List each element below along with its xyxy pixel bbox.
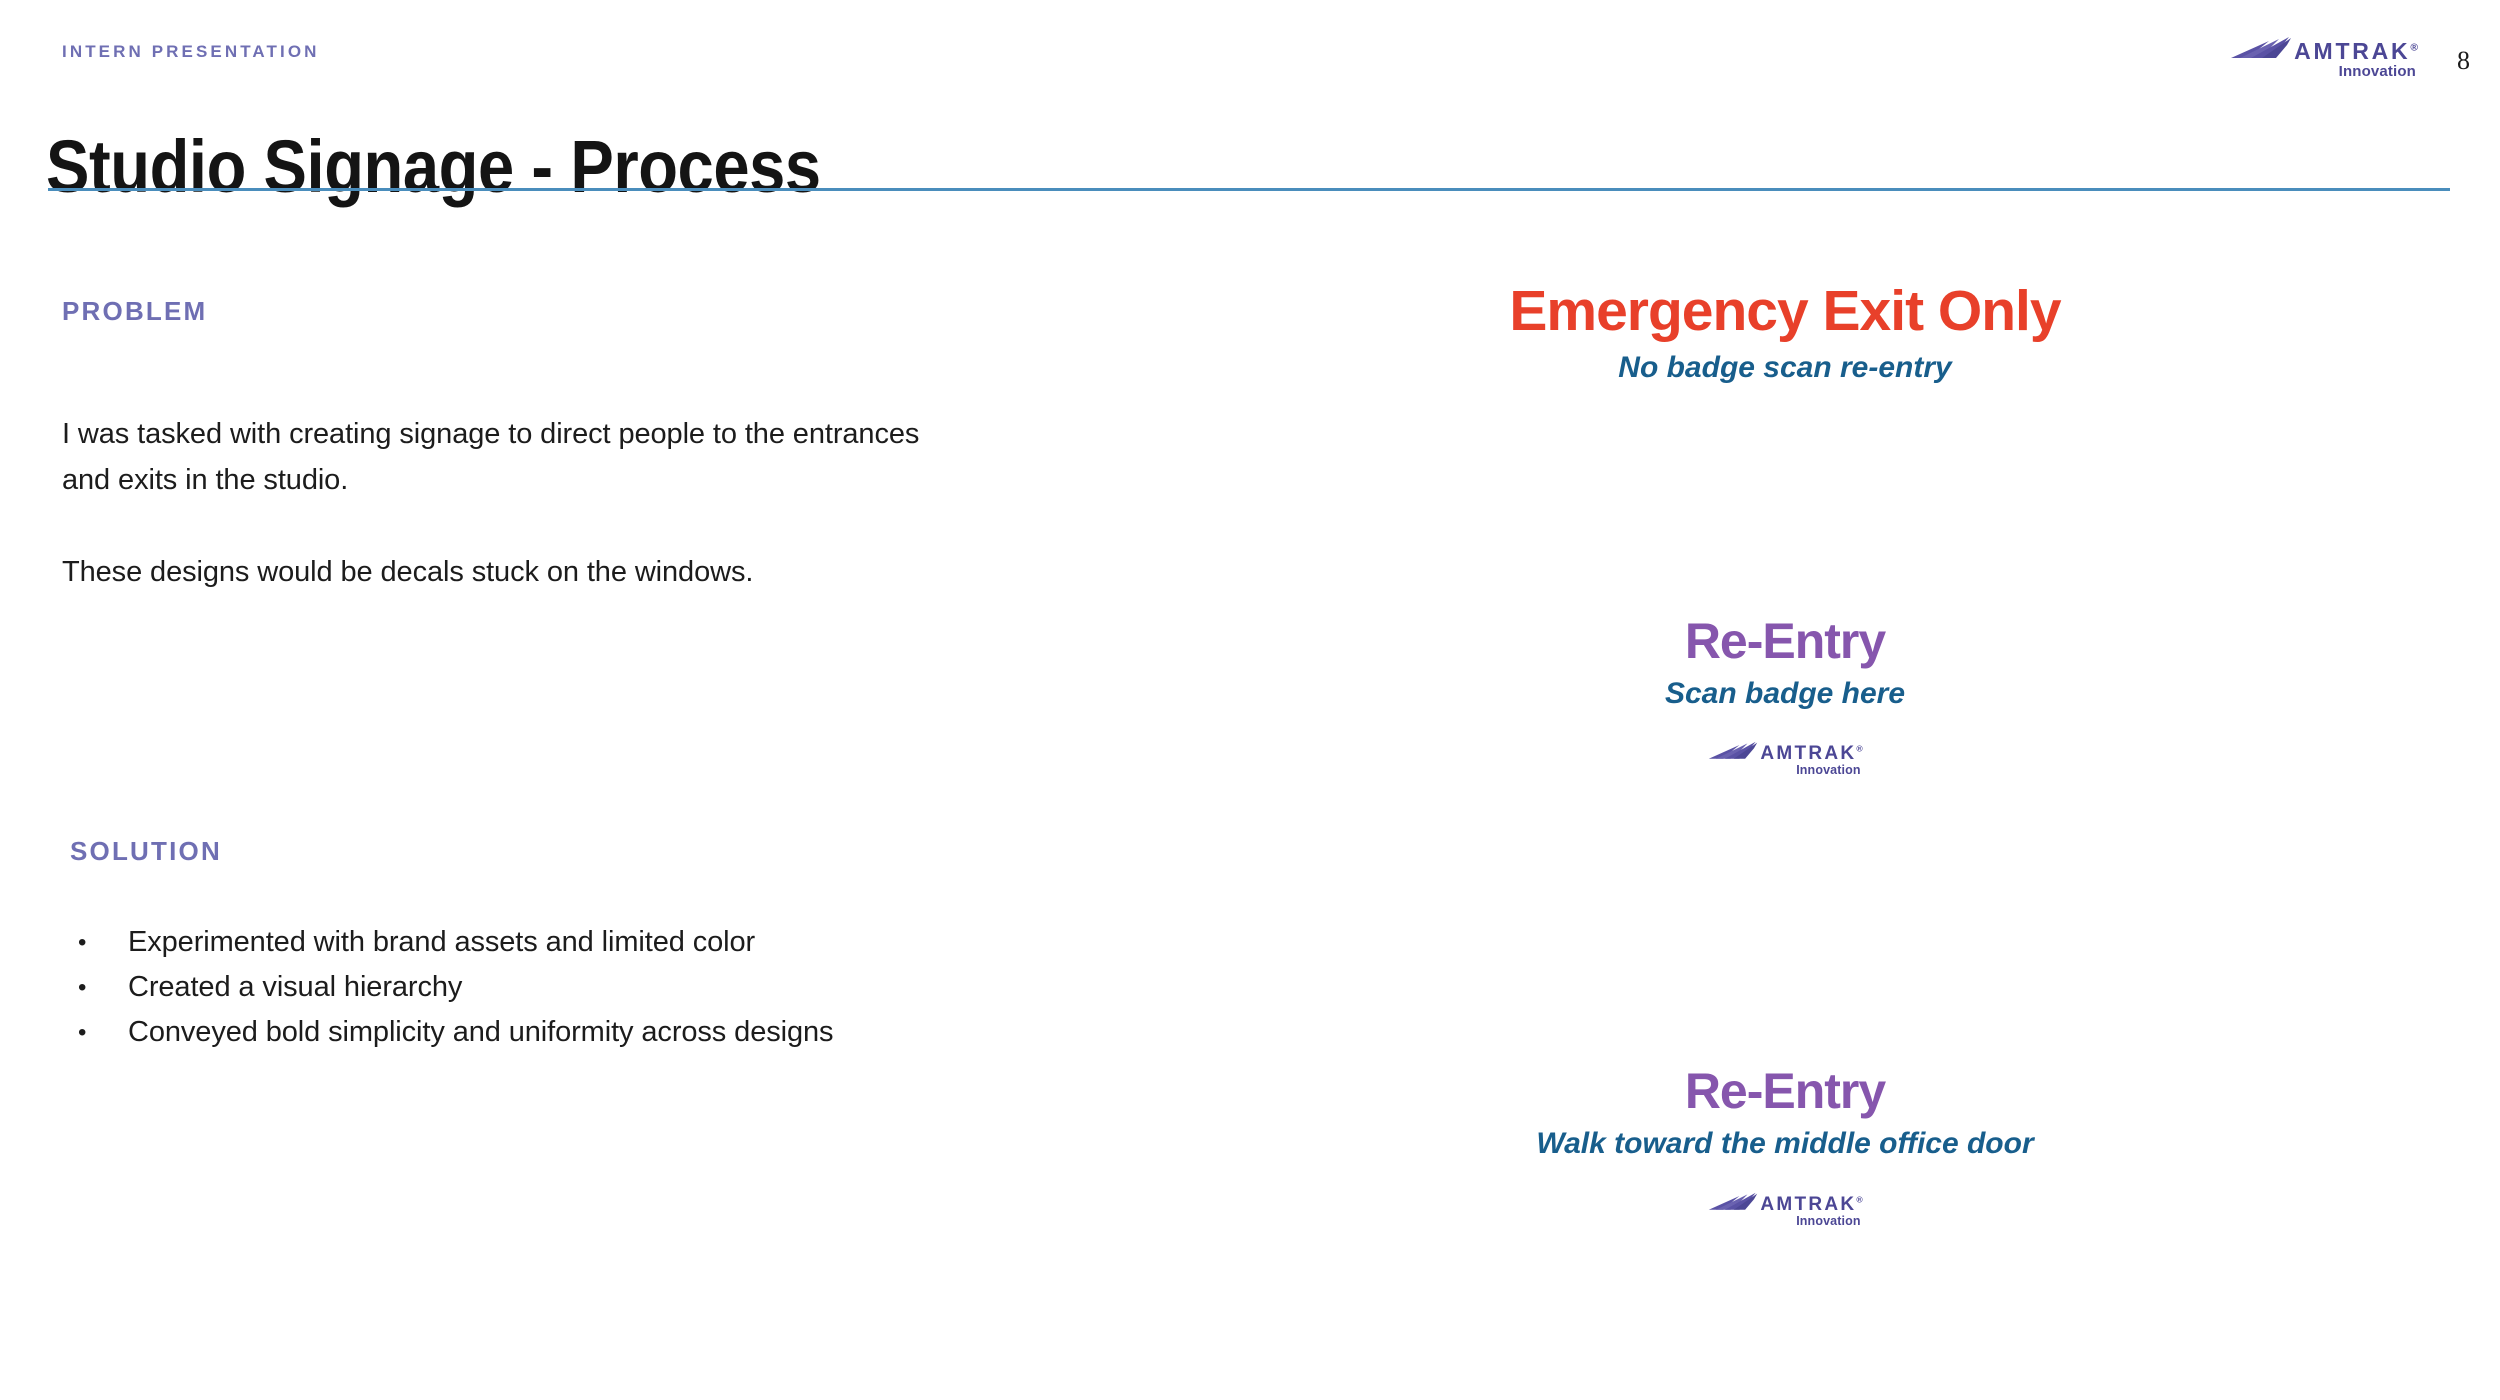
sign-title: Emergency Exit Only: [1509, 279, 2061, 343]
sign-title: Re-Entry: [1684, 613, 1886, 669]
logo-registered-mark: ®: [2410, 42, 2418, 54]
amtrak-innovation-logo-sign: AMTRAK® Innovation: [1707, 741, 1863, 777]
logo-wordmark: AMTRAK®: [2294, 40, 2418, 63]
logo-wordmark: AMTRAK®: [1760, 1195, 1862, 1214]
list-item: • Created a visual hierarchy: [70, 965, 1070, 1010]
section-label-problem: PROBLEM: [62, 296, 208, 326]
sign-title: Re-Entry: [1684, 1063, 1886, 1119]
eyebrow-label: INTERN PRESENTATION: [62, 42, 320, 61]
problem-paragraph-1: I was tasked with creating signage to di…: [62, 418, 920, 496]
logo-subword: Innovation: [1796, 1214, 1861, 1228]
list-item-label: Created a visual hierarchy: [128, 971, 463, 1003]
list-item: • Experimented with brand assets and lim…: [70, 920, 1070, 965]
sign-subtitle: Scan badge here: [1664, 677, 1906, 710]
sign-design-reentry-walk: Re-Entry Walk toward the middle office d…: [1450, 1066, 2120, 1228]
logo-registered-mark: ®: [1856, 1194, 1863, 1205]
amtrak-innovation-logo-header: AMTRAK® Innovation: [2229, 36, 2418, 79]
logo-wordmark: AMTRAK®: [1760, 744, 1862, 763]
amtrak-swoosh-icon: [1707, 1192, 1759, 1213]
logo-wordmark-text: AMTRAK: [1760, 1194, 1857, 1215]
sign-design-reentry-scan: Re-Entry Scan badge here AMTRAK® Innovat: [1540, 616, 2030, 777]
amtrak-swoosh-icon: [2229, 36, 2293, 62]
page-number: 8: [2457, 46, 2470, 75]
sign-subtitle: Walk toward the middle office door: [1536, 1127, 2034, 1160]
sign-design-emergency-exit: Emergency Exit Only No badge scan re-ent…: [1445, 282, 2125, 384]
logo-row: AMTRAK®: [1707, 741, 1863, 763]
logo-wordmark-text: AMTRAK: [1760, 743, 1857, 764]
amtrak-swoosh-icon: [1707, 741, 1759, 762]
logo-registered-mark: ®: [1856, 743, 1863, 754]
section-label-solution: SOLUTION: [70, 836, 222, 866]
logo-subword: Innovation: [1796, 763, 1861, 777]
logo-row: AMTRAK®: [2229, 36, 2418, 63]
sign-subtitle: No badge scan re-entry: [1618, 351, 1952, 385]
logo-subword: Innovation: [2338, 63, 2416, 80]
list-item: • Conveyed bold simplicity and uniformit…: [70, 1010, 1070, 1055]
list-item-label: Experimented with brand assets and limit…: [128, 926, 756, 958]
title-divider: [48, 188, 2450, 191]
logo-row: AMTRAK®: [1707, 1192, 1863, 1214]
sign-logo-container: AMTRAK® Innovation: [1540, 741, 2030, 777]
list-item-label: Conveyed bold simplicity and uniformity …: [128, 1016, 834, 1048]
amtrak-innovation-logo-sign: AMTRAK® Innovation: [1707, 1192, 1863, 1228]
solution-bullet-list: • Experimented with brand assets and lim…: [70, 920, 1070, 1055]
sign-logo-container: AMTRAK® Innovation: [1450, 1192, 2120, 1228]
page-title: Studio Signage - Process: [46, 124, 821, 208]
bullet-glyph: •: [78, 1019, 87, 1046]
logo-wordmark-text: AMTRAK: [2294, 38, 2411, 64]
bullet-glyph: •: [78, 974, 87, 1001]
bullet-glyph: •: [78, 929, 87, 956]
problem-paragraph-2: These designs would be decals stuck on t…: [62, 556, 754, 588]
